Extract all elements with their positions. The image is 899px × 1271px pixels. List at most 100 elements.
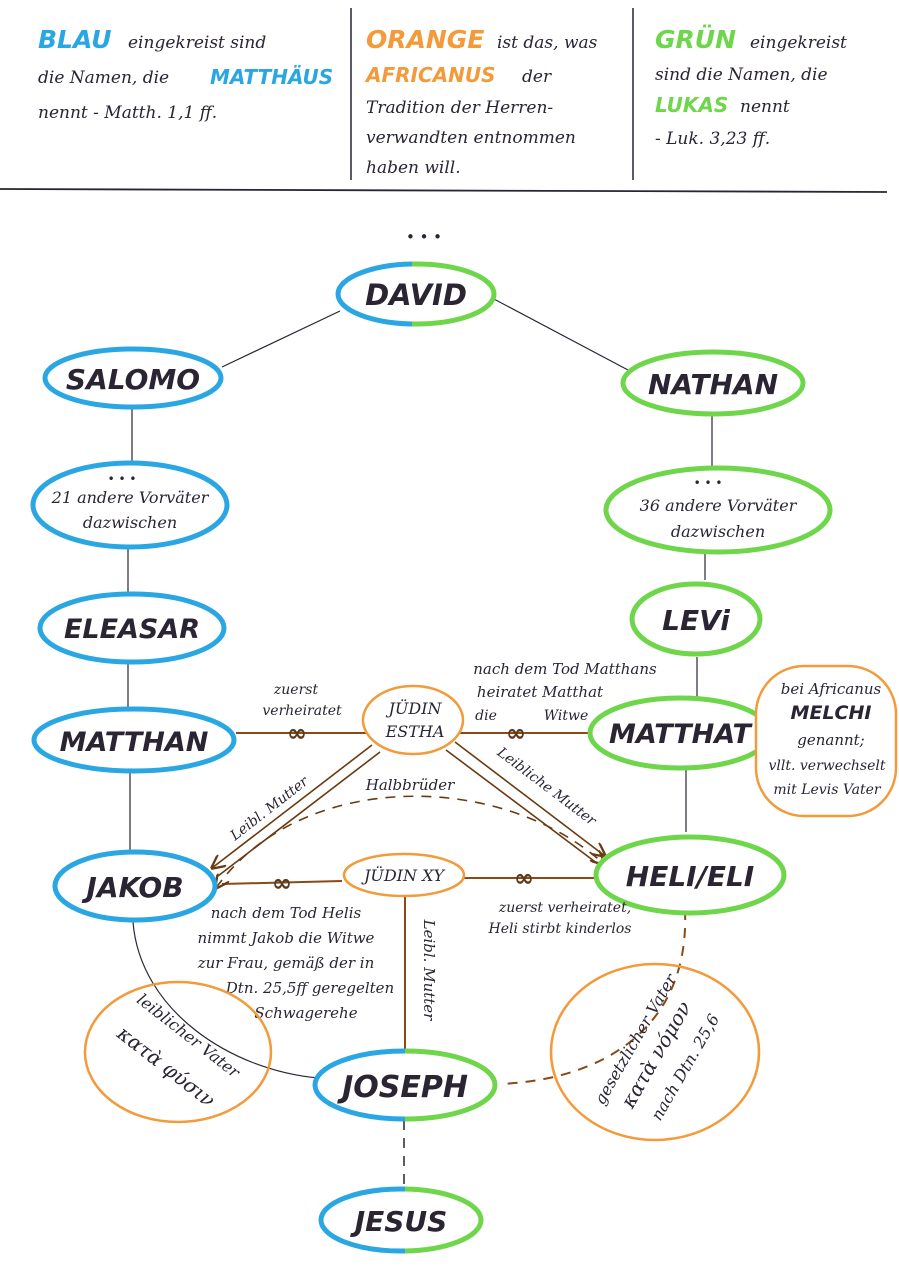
marriage-symbols: ∞ ∞ ∞ ∞ xyxy=(272,719,534,897)
node-david-left-ring xyxy=(335,261,412,327)
legend-green-line3b: nennt xyxy=(740,97,790,117)
legend-blue-line3: nennt - Matth. 1,1 ff. xyxy=(38,103,217,123)
note-after-matthan-line4: Witwe xyxy=(544,708,589,724)
note-melchi-line2: MELCHI xyxy=(791,702,872,724)
line-heli-joseph-legal xyxy=(499,909,687,1085)
node-jesus-left-ring xyxy=(318,1186,405,1254)
arrow-estha-heli-b xyxy=(445,749,599,865)
node-xy: JÜDIN XY xyxy=(342,852,466,898)
note-mother-right: Leibliche Mutter xyxy=(493,744,600,830)
legend-green-line4: - Luk. 3,23 ff. xyxy=(655,129,770,149)
node-matthan: MATTHAN xyxy=(31,706,237,774)
marriage-symbol-jakob-xy: ∞ xyxy=(272,869,292,897)
line-david-salomo xyxy=(221,310,341,368)
note-melchi-line4: vllt. verwechselt xyxy=(769,758,886,774)
node-salomo: SALOMO xyxy=(42,346,224,410)
note-first-married-xy-line2: Heli stirbt kinderlos xyxy=(488,921,632,937)
legend-orange-line4: verwandten entnommen xyxy=(366,128,576,148)
node-nathan: NATHAN xyxy=(620,349,806,417)
dashed-lines xyxy=(403,909,687,1185)
note-levirate-line3: zur Frau, gemäß der in xyxy=(197,954,375,972)
note-melchi-line1: bei Africanus xyxy=(781,680,882,698)
node-jakob: JAKOB xyxy=(52,849,218,923)
node-estha-line2: ESTHA xyxy=(385,722,445,741)
marriage-symbol-estha-matthat: ∞ xyxy=(506,719,526,747)
note-after-matthan: nach dem Tod Matthans heiratet Matthat d… xyxy=(473,660,657,724)
note-melchi-line5: mit Levis Vater xyxy=(773,782,882,798)
note-bio-father-line2: κατὰ φύσιν xyxy=(112,1020,220,1112)
node-david-label: DAVID xyxy=(365,278,467,312)
note-mother-joseph: Leibl. Mutter xyxy=(420,919,438,1022)
note-first-married-estha-line1: zuerst xyxy=(273,682,319,698)
note-first-married-xy-line1: zuerst verheiratet, xyxy=(498,900,631,916)
node-levi-label: LEVi xyxy=(662,604,730,637)
node-jesus-label: JESUS xyxy=(350,1205,448,1238)
note-bio-father: leiblicher Vater κατὰ φύσιν xyxy=(83,980,273,1124)
marriage-symbol-xy-heli: ∞ xyxy=(514,864,534,892)
node-estha: JÜDIN ESTHA xyxy=(361,684,465,756)
legend-orange-keyword: ORANGE xyxy=(366,25,484,54)
node-xy-label: JÜDIN XY xyxy=(361,865,446,885)
node-jakob-label: JAKOB xyxy=(81,871,183,904)
note-after-matthan-line2: heiratet Matthat xyxy=(477,683,604,701)
note-levirate-line5: Schwagerehe xyxy=(254,1004,357,1022)
halfbrothers-arc xyxy=(216,795,604,888)
legend-green-line3a: LUKAS xyxy=(655,93,728,117)
node-estha-line1: JÜDIN xyxy=(385,698,442,718)
line-david-nathan xyxy=(491,297,629,371)
line-jakob-joseph xyxy=(132,921,319,1079)
node-joseph: JOSEPH xyxy=(312,1048,498,1122)
legend-green-line1: eingekreist xyxy=(750,33,847,53)
node-blue-gap-dots: • • • xyxy=(108,472,137,486)
note-melchi: bei Africanus MELCHI genannt; vllt. verw… xyxy=(754,664,898,818)
note-after-matthan-line3: die xyxy=(475,708,497,724)
note-legal-father: gesetzlicher Vater κατὰ νόμον nach Dtn. … xyxy=(549,962,761,1142)
top-ellipsis: • • • xyxy=(406,228,442,246)
legend-blue-line2a: die Namen, die xyxy=(38,68,169,88)
note-halfbrothers: Halbbrüder xyxy=(365,776,455,794)
node-green-gap: • • • 36 andere Vorväter dazwischen xyxy=(603,465,833,555)
node-salomo-label: SALOMO xyxy=(66,363,200,396)
node-jesus-right-ring xyxy=(405,1186,484,1254)
legend-orange-line5: haben will. xyxy=(366,158,461,178)
node-joseph-label: JOSEPH xyxy=(337,1070,468,1105)
note-levirate: nach dem Tod Helis nimmt Jakob die Witwe… xyxy=(197,904,394,1022)
node-blue-gap: • • • 21 andere Vorväter dazwischen xyxy=(30,460,230,550)
node-green-gap-dots: • • • xyxy=(694,476,723,490)
note-levirate-line2: nimmt Jakob die Witwe xyxy=(198,929,375,947)
node-matthat: MATTHAT xyxy=(587,695,773,771)
node-eleasar-label: ELEASAR xyxy=(64,614,200,645)
node-joseph-right-ring xyxy=(405,1048,498,1122)
note-levirate-line4: Dtn. 25,5ff geregelten xyxy=(225,979,394,997)
node-nathan-label: NATHAN xyxy=(648,368,778,401)
legend-blue-line2b: MATTHÄUS xyxy=(210,65,333,89)
legend: BLAU eingekreist sind die Namen, die MAT… xyxy=(0,8,888,193)
legend-orange: ORANGE ist das, was AFRICANUS der Tradit… xyxy=(364,25,598,178)
note-levirate-line1: nach dem Tod Helis xyxy=(211,904,362,922)
node-heli: HELI/ELI xyxy=(593,834,787,916)
node-joseph-left-ring xyxy=(312,1048,405,1122)
node-david-right-ring xyxy=(412,261,497,327)
node-green-gap-line1: 36 andere Vorväter xyxy=(640,496,798,515)
node-matthat-label: MATTHAT xyxy=(609,719,754,750)
node-blue-gap-line2: dazwischen xyxy=(83,513,177,532)
node-jesus: JESUS xyxy=(318,1186,484,1254)
connectors xyxy=(127,297,713,1079)
note-first-married-xy: zuerst verheiratet, Heli stirbt kinderlo… xyxy=(488,900,632,937)
node-blue-gap-line1: 21 andere Vorväter xyxy=(51,488,210,507)
legend-blue-keyword: BLAU xyxy=(38,25,112,54)
node-levi: LEVi xyxy=(629,581,763,657)
node-heli-label: HELI/ELI xyxy=(626,860,754,893)
note-first-married-estha-line2: verheiratet xyxy=(262,703,342,719)
marriage-symbol-matthan-estha: ∞ xyxy=(287,719,307,747)
legend-bottom-rule xyxy=(0,188,888,193)
legend-orange-line1: ist das, was xyxy=(497,33,598,53)
node-david: DAVID xyxy=(335,261,497,327)
node-matthan-label: MATTHAN xyxy=(60,727,209,758)
mother-arrows xyxy=(212,741,605,888)
note-first-married-estha: zuerst verheiratet xyxy=(262,682,342,719)
legend-green: GRÜN eingekreist sind die Namen, die LUK… xyxy=(655,24,847,149)
node-eleasar: ELEASAR xyxy=(37,591,227,665)
legend-orange-line3: Tradition der Herren- xyxy=(366,98,553,118)
